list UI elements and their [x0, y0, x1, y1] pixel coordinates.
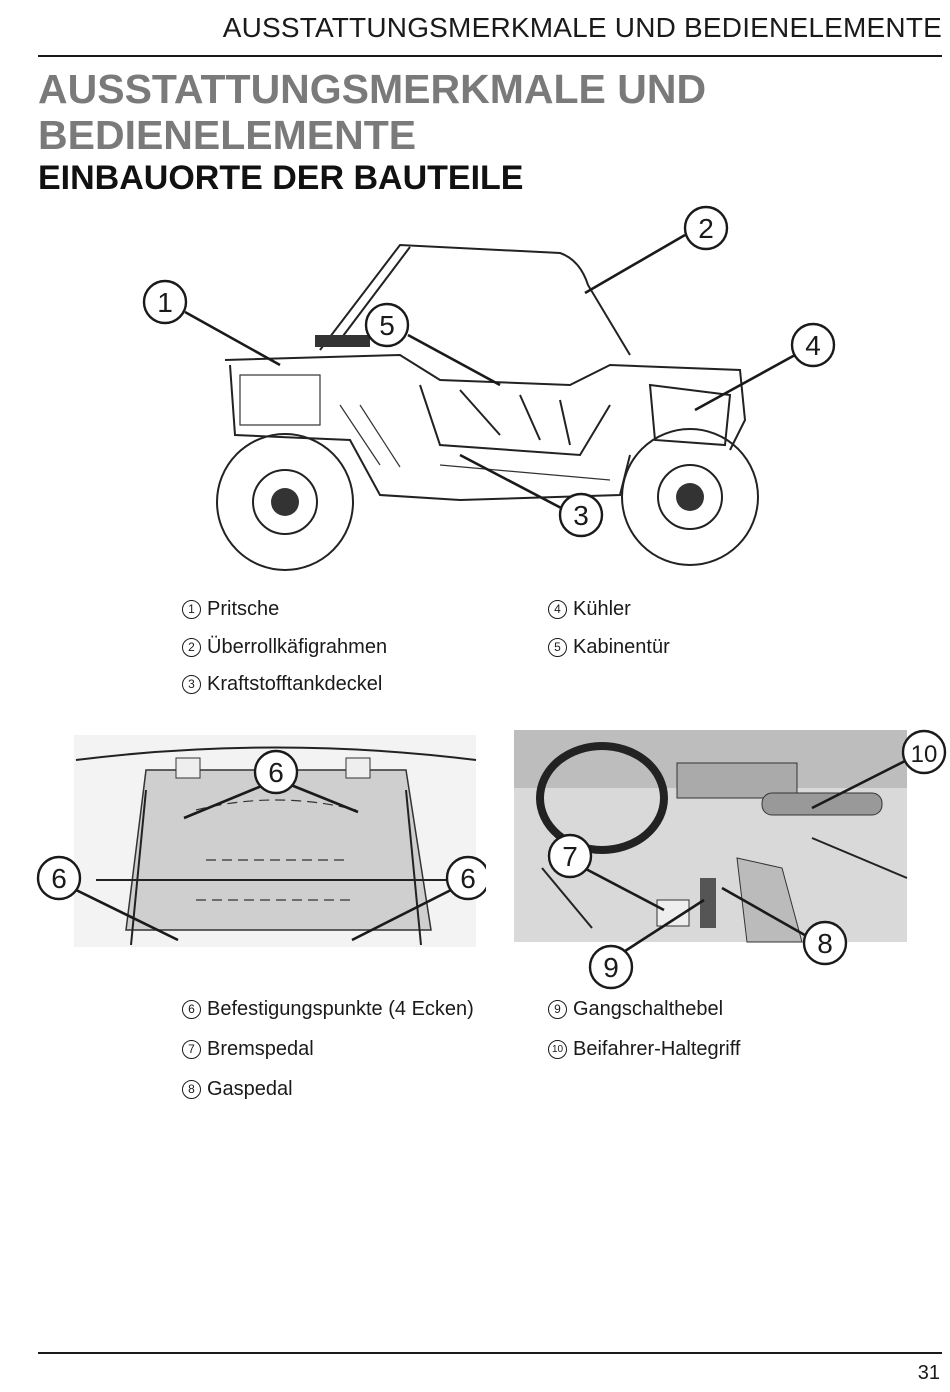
legend-number: 3 — [182, 675, 201, 694]
legend-number: 9 — [548, 1000, 567, 1019]
legend-label: Kühler — [573, 598, 631, 620]
callout-4: 4 — [790, 322, 836, 368]
legend-number: 1 — [182, 600, 201, 619]
callout-6-top: 6 — [253, 749, 299, 795]
legend-label: Kabinentür — [573, 636, 670, 658]
header-rule — [38, 55, 942, 57]
legend-item: 3 Kraftstofftankdeckel — [182, 673, 382, 696]
svg-text:5: 5 — [379, 310, 395, 341]
section-title: AUSSTATTUNGSMERKMALE UND BEDIENELEMENTE — [38, 66, 707, 158]
callout-10: 10 — [901, 729, 947, 775]
svg-text:8: 8 — [817, 928, 833, 959]
legend-number: 4 — [548, 600, 567, 619]
svg-text:6: 6 — [51, 863, 67, 894]
page-number: 31 — [917, 1362, 940, 1384]
legend-number: 8 — [182, 1080, 201, 1099]
legend-item: 9 Gangschalthebel — [548, 998, 723, 1021]
svg-text:10: 10 — [911, 741, 938, 768]
svg-text:4: 4 — [805, 330, 821, 361]
callout-5: 5 — [364, 302, 410, 348]
legend-number: 7 — [182, 1040, 201, 1059]
callout-6-right: 6 — [445, 855, 486, 901]
callout-1: 1 — [142, 279, 188, 325]
svg-text:7: 7 — [562, 841, 578, 872]
legend-label: Gaspedal — [207, 1078, 293, 1100]
svg-text:2: 2 — [698, 213, 714, 244]
rear-wheel — [621, 428, 759, 566]
cockpit-illustration: 10 7 8 9 — [512, 728, 947, 990]
running-header: AUSSTATTUNGSMERKMALE UND BEDIENELEMENTE — [222, 12, 942, 43]
legend-label: Befestigungspunkte (4 Ecken) — [207, 998, 474, 1020]
legend-item: 7 Bremspedal — [182, 1038, 314, 1061]
svg-text:1: 1 — [157, 287, 173, 318]
legend-bottom: 6 Befestigungspunkte (4 Ecken) 7 Bremspe… — [182, 998, 802, 1113]
legend-label: Kraftstofftankdeckel — [207, 673, 383, 695]
legend-item: 8 Gaspedal — [182, 1078, 293, 1101]
legend-item: 10 Beifahrer-Haltegriff — [548, 1038, 740, 1061]
legend-item: 6 Befestigungspunkte (4 Ecken) — [182, 998, 474, 1021]
vehicle-side-illustration: 1 2 3 4 5 — [140, 205, 840, 580]
legend-item: 5 Kabinentür — [548, 636, 670, 659]
callout-2: 2 — [683, 205, 729, 251]
section-subtitle: EINBAUORTE DER BAUTEILE — [38, 159, 524, 197]
legend-top: 1 Pritsche 2 Überrollkäfigrahmen 3 Kraft… — [182, 598, 782, 708]
legend-label: Beifahrer-Haltegriff — [573, 1038, 741, 1060]
svg-text:6: 6 — [268, 757, 284, 788]
legend-item: 4 Kühler — [548, 598, 631, 621]
legend-label: Bremspedal — [207, 1038, 314, 1060]
callout-9: 9 — [588, 944, 634, 990]
legend-label: Pritsche — [207, 598, 280, 620]
cargo-bed-illustration: 6 6 6 — [36, 730, 486, 955]
legend-item: 1 Pritsche — [182, 598, 279, 621]
callout-6-left: 6 — [36, 855, 82, 901]
svg-text:9: 9 — [603, 952, 619, 983]
legend-number: 6 — [182, 1000, 201, 1019]
legend-item: 2 Überrollkäfigrahmen — [182, 636, 387, 659]
legend-label: Gangschalthebel — [573, 998, 724, 1020]
legend-number: 5 — [548, 638, 567, 657]
legend-number: 10 — [548, 1040, 567, 1059]
front-left-wheel — [216, 433, 354, 571]
svg-text:6: 6 — [460, 863, 476, 894]
callout-7: 7 — [547, 833, 593, 879]
callout-8: 8 — [802, 920, 848, 966]
footer-rule — [38, 1352, 942, 1354]
legend-label: Überrollkäfigrahmen — [207, 636, 388, 658]
callout-3: 3 — [558, 492, 604, 538]
svg-text:3: 3 — [573, 500, 589, 531]
legend-number: 2 — [182, 638, 201, 657]
